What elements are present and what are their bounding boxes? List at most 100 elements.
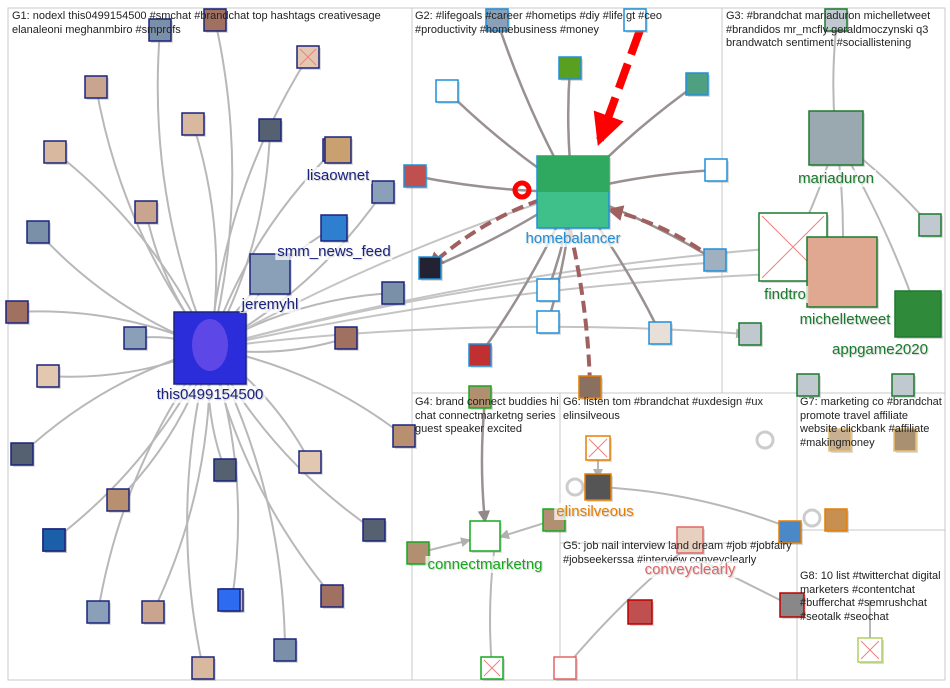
node-avatar xyxy=(5,300,29,324)
face-icon xyxy=(192,319,228,371)
node-avatar xyxy=(435,79,459,103)
edge-dashed xyxy=(568,229,592,386)
self-loop xyxy=(755,430,775,450)
edge xyxy=(209,56,309,349)
node-avatar xyxy=(362,518,386,542)
node-jeremyhl xyxy=(249,253,291,295)
node-avatar xyxy=(406,541,430,565)
broken-image-icon xyxy=(483,659,501,677)
node-label-smm-news-feed[interactable]: smm_news_feed xyxy=(275,243,393,260)
node-avatar xyxy=(123,326,147,350)
node-smm-news-feed xyxy=(320,214,348,242)
node-label-jeremyhl[interactable]: jeremyhl xyxy=(239,296,301,313)
group-label-g4: G4: brand connect buddies hi chat connec… xyxy=(415,396,559,435)
node-avatar xyxy=(578,375,602,399)
node-avatar xyxy=(778,520,802,544)
node-label-elinsilveous[interactable]: elinsilveous xyxy=(554,503,636,520)
homebalancer-logo xyxy=(537,156,609,192)
node-avatar xyxy=(685,72,709,96)
node-avatar xyxy=(334,326,358,350)
node-avatar xyxy=(298,450,322,474)
edge-red-dashed xyxy=(593,28,644,147)
edge-dashed xyxy=(606,205,717,262)
node-avatar xyxy=(468,385,492,409)
node-avatar xyxy=(648,321,672,345)
node-target-icon xyxy=(553,656,577,680)
node-mariaduron xyxy=(808,110,864,166)
node-label-appgame2020[interactable]: appgame2020 xyxy=(830,341,930,358)
node-avatar xyxy=(84,75,108,99)
self-loop xyxy=(565,477,585,497)
node-avatar xyxy=(403,164,427,188)
node-label-this0499154500[interactable]: this0499154500 xyxy=(154,386,266,403)
edge xyxy=(477,399,491,524)
node-avatar xyxy=(536,310,560,334)
node-avatar xyxy=(134,200,158,224)
node-avatar xyxy=(181,112,205,136)
node-avatar xyxy=(796,373,820,397)
node-avatar xyxy=(893,428,917,452)
node-elinsilveous xyxy=(584,473,612,501)
node-avatar xyxy=(824,508,848,532)
group-label-g3: G3: #brandchat mariaduron michelletweet … xyxy=(726,10,931,49)
node-avatar xyxy=(779,592,805,618)
node-label-mariaduron[interactable]: mariaduron xyxy=(796,170,876,187)
node-label-conveyclearly[interactable]: conveyclearly xyxy=(642,561,738,578)
node-avatar xyxy=(203,8,227,32)
node-avatar xyxy=(26,220,50,244)
broken-image-icon xyxy=(299,48,317,66)
node-avatar xyxy=(148,18,172,42)
node-conveyclearly xyxy=(676,526,704,554)
node-avatar xyxy=(918,213,942,237)
node-avatar xyxy=(273,638,297,662)
node-avatar xyxy=(418,256,442,280)
node-avatar xyxy=(468,343,492,367)
node-avatar xyxy=(828,428,852,452)
edge xyxy=(209,267,843,349)
node-avatar xyxy=(485,8,509,32)
node-avatar xyxy=(258,118,282,142)
node-avatar xyxy=(891,373,915,397)
node-avatar xyxy=(320,584,344,608)
node-avatar xyxy=(10,442,34,466)
self-loop xyxy=(512,180,532,200)
node-label-connectmarketng[interactable]: connectmarketng xyxy=(425,556,545,573)
edge xyxy=(209,19,234,349)
node-appgame2020 xyxy=(894,290,942,338)
node-avatar xyxy=(627,599,653,625)
node-avatar xyxy=(824,8,848,32)
node-avatar xyxy=(392,424,416,448)
broken-image-icon xyxy=(860,640,880,660)
node-w-logo xyxy=(42,528,66,552)
node-avatar xyxy=(558,56,582,80)
broken-image-icon xyxy=(588,438,608,458)
node-avatar xyxy=(371,180,395,204)
node-avatar xyxy=(381,281,405,305)
node-avatar xyxy=(703,248,727,272)
node-avatar xyxy=(43,140,67,164)
node-connectmarketng xyxy=(469,520,501,552)
edge xyxy=(564,544,691,669)
node-avatar xyxy=(704,158,728,182)
node-avatar xyxy=(191,656,215,680)
group-label-g8: G8: 10 list #twitterchat digital markete… xyxy=(800,570,941,623)
edge xyxy=(154,29,211,349)
group-label-g2: G2: #lifegoals #career #hometips #diy #l… xyxy=(415,10,663,36)
node-avatar xyxy=(141,600,165,624)
node-lisaownet xyxy=(324,136,352,164)
node-avatar xyxy=(86,600,110,624)
node-label-lisaownet[interactable]: lisaownet xyxy=(304,167,372,184)
node-michelletweet xyxy=(806,236,878,308)
node-avatar xyxy=(106,488,130,512)
node-avatar xyxy=(213,458,237,482)
node-label-michelletweet[interactable]: michelletweet xyxy=(797,311,893,328)
group-label-g1: G1: nodexl this0499154500 #smchat #brand… xyxy=(12,10,381,36)
node-avatar xyxy=(36,364,60,388)
node-label-homebalancer[interactable]: homebalancer xyxy=(523,230,623,247)
group-label-g7: G7: marketing co #brandchat promote trav… xyxy=(800,396,942,449)
node-avatar xyxy=(536,278,560,302)
self-loop xyxy=(802,508,822,528)
node-label-findtro[interactable]: findtro xyxy=(762,286,808,303)
edge xyxy=(209,347,290,651)
